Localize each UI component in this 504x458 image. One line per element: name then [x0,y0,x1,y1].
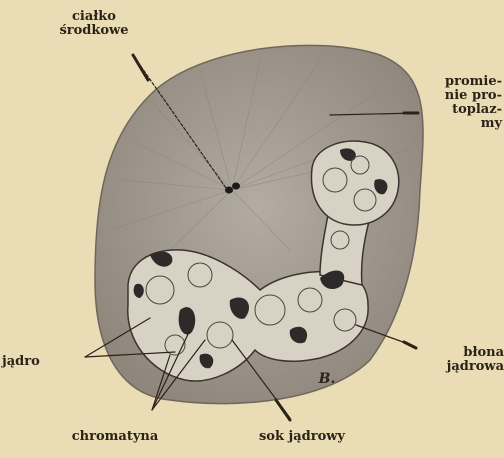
label-nuclear-membrane: błona jądrowa [420,346,504,374]
label-nuclear-sap: sok jądrowy [232,430,372,444]
artist-signature: B. [312,372,342,386]
label-centrosome: ciałko środkowe [50,10,138,38]
label-nucleus: jądro [2,355,54,369]
label-chromatin: chromatyna [55,430,175,444]
label-protoplasm-rays: promie- nie pro- toplaz- my [420,75,502,131]
